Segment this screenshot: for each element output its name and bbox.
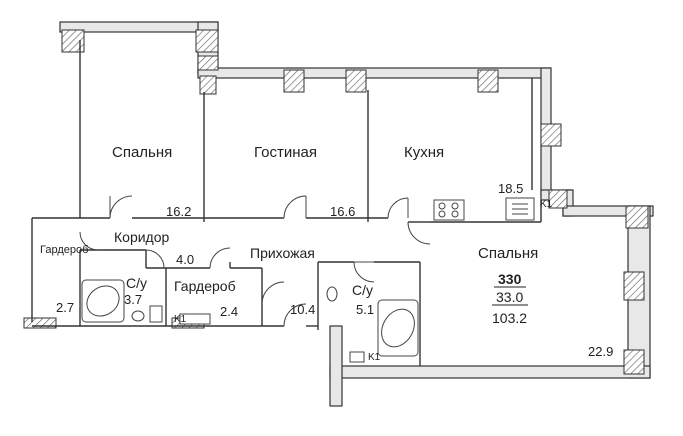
apartment-summary: 330 33.0 103.2 xyxy=(492,271,528,326)
room-name-bedroom-right: Спальня xyxy=(478,245,538,262)
room-area-closet-mid: 2.4 xyxy=(220,304,238,319)
room-area-bedroom-left: 16.2 xyxy=(166,204,191,219)
k1-marker-bath: K1 xyxy=(368,352,381,363)
room-name-corridor: Коридор xyxy=(114,229,170,245)
room-name-closet-left: Гардероб xyxy=(40,244,88,256)
room-area-corridor: 4.0 xyxy=(176,252,194,267)
room-name-kitchen: Кухня xyxy=(404,144,444,161)
k1-marker-closet: K1 xyxy=(174,314,187,325)
k1-marker-kitchen: K1 xyxy=(540,199,553,210)
room-area-bath-left: 3.7 xyxy=(124,292,142,307)
room-name-bedroom-left: Спальня xyxy=(112,144,172,161)
room-area-living: 16.6 xyxy=(330,204,355,219)
living-area-value: 33.0 xyxy=(496,289,523,305)
room-labels: Спальня 16.2 Гостиная 16.6 Кухня 18.5 Сп… xyxy=(40,144,613,363)
room-name-living: Гостиная xyxy=(254,144,317,161)
room-name-hall: Прихожая xyxy=(250,245,315,261)
room-name-bath-left: С/у xyxy=(126,275,147,291)
fixtures xyxy=(81,197,535,363)
total-area-value: 103.2 xyxy=(492,310,527,326)
room-area-bedroom-right: 22.9 xyxy=(588,344,613,359)
doors xyxy=(79,195,431,327)
room-area-kitchen: 18.5 xyxy=(498,181,523,196)
room-name-closet-mid: Гардероб xyxy=(174,278,236,294)
interior-walls xyxy=(31,40,542,366)
apartment-number: 330 xyxy=(498,271,522,287)
room-area-closet-left: 2.7 xyxy=(56,300,74,315)
room-area-hall: 10.4 xyxy=(290,302,315,317)
room-area-bath-right: 5.1 xyxy=(356,302,374,317)
room-name-bath-right: С/у xyxy=(352,282,373,298)
